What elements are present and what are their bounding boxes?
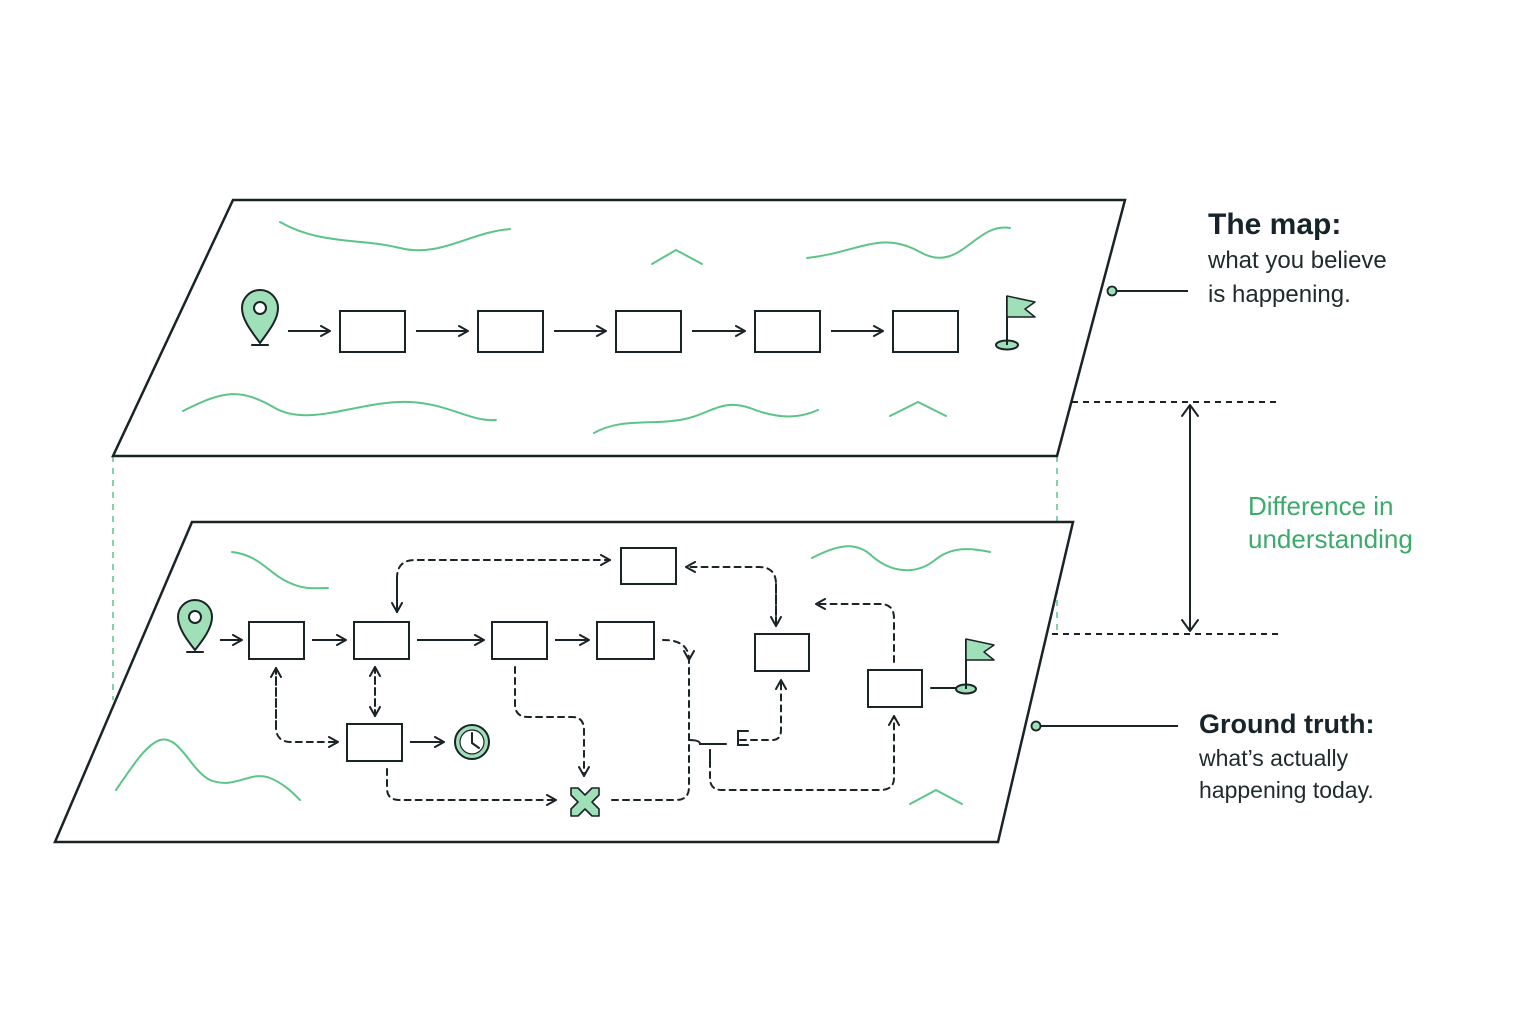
- ground-junction-lines: [688, 687, 957, 761]
- ground-truth-plane: [53, 520, 1075, 844]
- ground-process-steps: [248, 547, 923, 762]
- ground-truth-label: Ground truth: what’s actually happening …: [1199, 708, 1374, 806]
- difference-label: Difference in understanding: [1248, 490, 1413, 556]
- terrain-lines: [115, 545, 991, 805]
- map-label: The map: what you believe is happening.: [1208, 206, 1387, 312]
- x-mark-icon: [570, 787, 600, 817]
- map-label-line2: is happening.: [1208, 280, 1351, 308]
- ground-truth-label-title: Ground truth:: [1199, 709, 1375, 739]
- ground-truth-label-line2: happening today.: [1199, 776, 1374, 803]
- finish-flag-icon: [995, 295, 1036, 351]
- terrain-lines: [182, 221, 1011, 434]
- map-callout-leader: [1106, 285, 1188, 297]
- difference-label-line1: Difference in: [1248, 491, 1394, 521]
- ground-truth-label-line1: what’s actually: [1199, 744, 1349, 771]
- ground-dashed-paths: [270, 554, 900, 806]
- map-label-line1: what you believe: [1208, 246, 1387, 274]
- ground-solid-arrows: [220, 634, 590, 748]
- difference-label-line2: understanding: [1248, 524, 1413, 554]
- location-pin-icon: [176, 599, 214, 653]
- difference-indicator: [1052, 401, 1280, 635]
- location-pin-icon: [240, 289, 280, 346]
- map-process-steps: [339, 310, 959, 353]
- map-plane: [111, 198, 1127, 458]
- map-label-title: The map:: [1208, 208, 1342, 241]
- finish-flag-icon: [955, 638, 995, 695]
- clock-icon: [454, 724, 490, 760]
- ground-callout-leader: [1030, 720, 1178, 732]
